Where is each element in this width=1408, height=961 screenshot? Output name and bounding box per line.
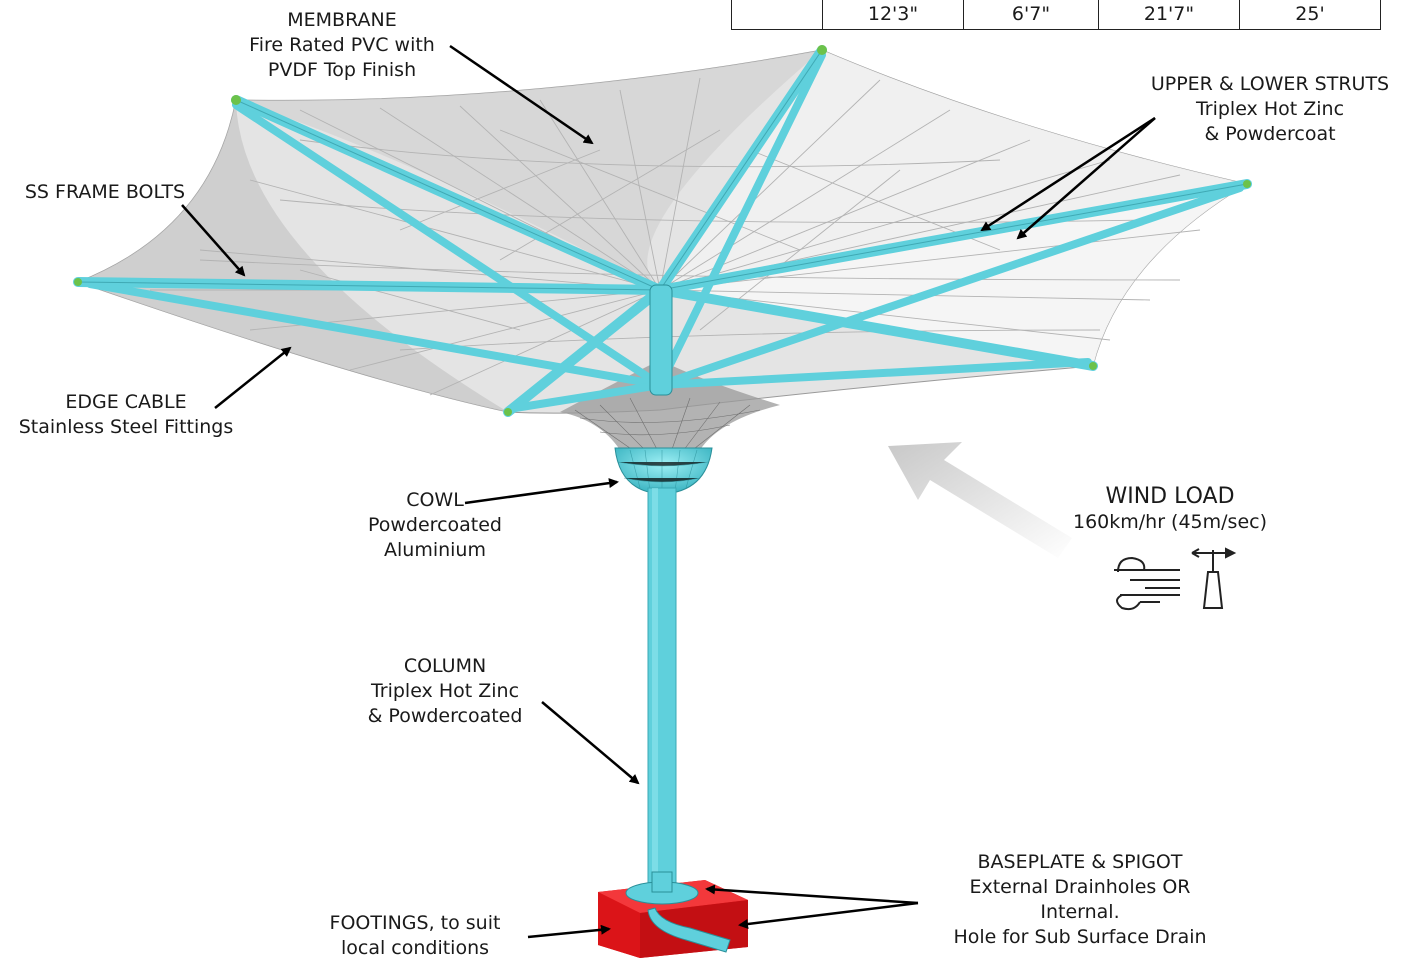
- edge-cable-label: EDGE CABLE Stainless Steel Fittings: [0, 390, 252, 440]
- table-row: 12'3" 6'7" 21'7" 25': [731, 0, 1381, 30]
- membrane-label: MEMBRANE Fire Rated PVC with PVDF Top Fi…: [222, 8, 462, 83]
- table-cell: 21'7": [1098, 0, 1240, 30]
- cowl-title: COWL: [406, 489, 464, 511]
- wind-load-value: 160km/hr (45m/sec): [1072, 511, 1268, 533]
- cowl-shape: [614, 447, 713, 495]
- membrane-line-1: Fire Rated PVC with: [249, 34, 435, 56]
- cowl-line-1: Powdercoated: [367, 514, 502, 536]
- wind-arrow: [888, 442, 1072, 558]
- baseplate-title: BASEPLATE & SPIGOT: [977, 851, 1183, 873]
- corner-fittings: [74, 45, 1251, 416]
- frame-bolts-label: SS FRAME BOLTS: [10, 180, 200, 205]
- baseplate-line-2: Internal.: [1040, 901, 1120, 923]
- spec-table: 12'3" 6'7" 21'7" 25': [731, 0, 1381, 30]
- cowl-label: COWL Powdercoated Aluminium: [350, 488, 520, 563]
- column-line-2: & Powdercoated: [367, 705, 523, 727]
- footings-label: FOOTINGS, to suit local conditions: [315, 911, 515, 961]
- membrane-canopy: [76, 49, 1249, 456]
- column-label: COLUMN Triplex Hot Zinc & Powdercoated: [345, 654, 545, 729]
- table-cell: 12'3": [822, 0, 964, 30]
- baseplate-line-1: External Drainholes OR: [969, 876, 1191, 898]
- baseplate-line-3: Hole for Sub Surface Drain: [953, 926, 1207, 948]
- wind-load-label: WIND LOAD 160km/hr (45m/sec): [1055, 484, 1285, 535]
- struts-label: UPPER & LOWER STRUTS Triplex Hot Zinc & …: [1130, 72, 1408, 147]
- column-line-1: Triplex Hot Zinc: [370, 680, 520, 702]
- column-title: COLUMN: [403, 655, 487, 677]
- footing-block: [598, 871, 748, 958]
- wind-load-title: WIND LOAD: [1105, 484, 1235, 509]
- footings-title: FOOTINGS, to suit: [329, 912, 501, 934]
- struts-line-1: Triplex Hot Zinc: [1195, 98, 1345, 120]
- edge-cable-line-1: Stainless Steel Fittings: [18, 416, 234, 438]
- weather-vane-icon: [1191, 547, 1237, 609]
- footings-line-1: local conditions: [340, 937, 490, 959]
- cowl-line-2: Aluminium: [384, 539, 486, 561]
- struts-line-2: & Powdercoat: [1204, 123, 1336, 145]
- table-cell: 6'7": [963, 0, 1099, 30]
- wind-icon: [1114, 556, 1180, 611]
- callout-arrows: [181, 44, 1156, 939]
- table-cell: 25': [1239, 0, 1381, 30]
- edge-cable-title: EDGE CABLE: [65, 391, 187, 413]
- baseplate-label: BASEPLATE & SPIGOT External Drainholes O…: [925, 850, 1235, 950]
- struts-title: UPPER & LOWER STRUTS: [1150, 73, 1390, 95]
- table-cell: [731, 0, 823, 30]
- frame-bolts-title: SS FRAME BOLTS: [24, 181, 186, 203]
- membrane-title: MEMBRANE: [287, 9, 397, 31]
- membrane-line-2: PVDF Top Finish: [267, 59, 417, 81]
- central-hub: [649, 284, 673, 396]
